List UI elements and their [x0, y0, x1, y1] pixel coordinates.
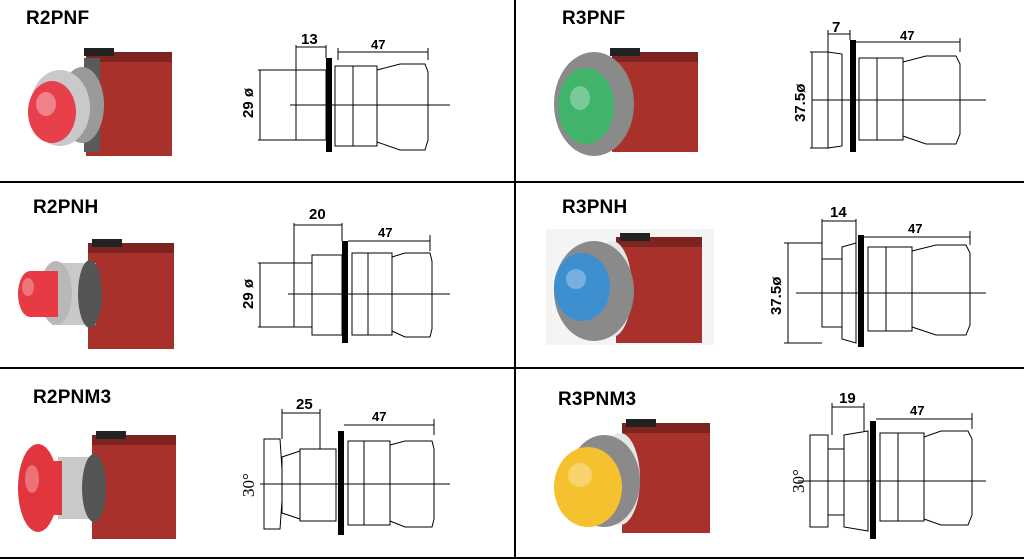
- grid-divider-horizontal-1: [0, 181, 1024, 183]
- diameter-dimension: 29 ø: [240, 87, 257, 118]
- diameter-dimension: 29 ø: [240, 278, 257, 309]
- pushbutton-photo: [554, 419, 710, 533]
- pushbutton-photo: [18, 239, 174, 349]
- dimension-drawing: 20 47 29 ø: [240, 206, 450, 343]
- body-dimension: 47: [900, 28, 914, 43]
- panel-r3pnm3: R3PNM3 19 47 30°: [516, 369, 1024, 555]
- dimension-drawing: 14 47 37.5ø: [768, 204, 986, 347]
- panel-r2pnh: R2PNH 20: [0, 183, 512, 369]
- pushbutton-photo: [554, 48, 698, 156]
- panel-r2pnf: R2PNF 13 47: [0, 0, 512, 186]
- dimension-drawing: 25 47 30°: [239, 396, 450, 535]
- panel-title: R3PNF: [562, 8, 626, 29]
- angle-dimension: 30°: [239, 473, 258, 497]
- pushbutton-photo: [18, 431, 176, 539]
- pushbutton-photo: [28, 48, 172, 156]
- angle-dimension: 30°: [789, 469, 808, 493]
- panel-title: R2PNH: [33, 197, 99, 218]
- depth-dimension: 20: [309, 206, 326, 223]
- dimension-drawing: 7 47 37.5ø: [792, 19, 986, 152]
- body-dimension: 47: [378, 225, 392, 240]
- panel-r3pnf: R3PNF 7 47 37.5ø: [516, 0, 1024, 186]
- grid-divider-vertical: [514, 0, 516, 559]
- diameter-dimension: 37.5ø: [792, 83, 809, 122]
- body-dimension: 47: [910, 403, 924, 418]
- panel-title: R3PNH: [562, 197, 628, 218]
- panel-r2pnm3: R2PNM3 25 47 30°: [0, 369, 512, 555]
- depth-dimension: 14: [830, 204, 847, 221]
- panel-title: R2PNF: [26, 8, 90, 29]
- depth-dimension: 25: [296, 396, 313, 413]
- grid-divider-horizontal-2: [0, 367, 1024, 369]
- diameter-dimension: 37.5ø: [768, 276, 785, 315]
- depth-dimension: 13: [301, 31, 318, 48]
- panel-title: R2PNM3: [33, 387, 112, 408]
- dimension-drawing: 19 47 30°: [789, 390, 986, 539]
- body-dimension: 47: [372, 409, 386, 424]
- depth-dimension: 7: [832, 19, 840, 36]
- body-dimension: 47: [371, 37, 385, 52]
- panel-title: R3PNM3: [558, 389, 637, 410]
- panel-r3pnh: R3PNH 14 47: [516, 183, 1024, 369]
- body-dimension: 47: [908, 221, 922, 236]
- dimension-drawing: 13 47 29 ø: [240, 31, 450, 152]
- depth-dimension: 19: [839, 390, 856, 407]
- pushbutton-photo: [546, 229, 714, 345]
- grid-border-bottom: [0, 557, 1024, 559]
